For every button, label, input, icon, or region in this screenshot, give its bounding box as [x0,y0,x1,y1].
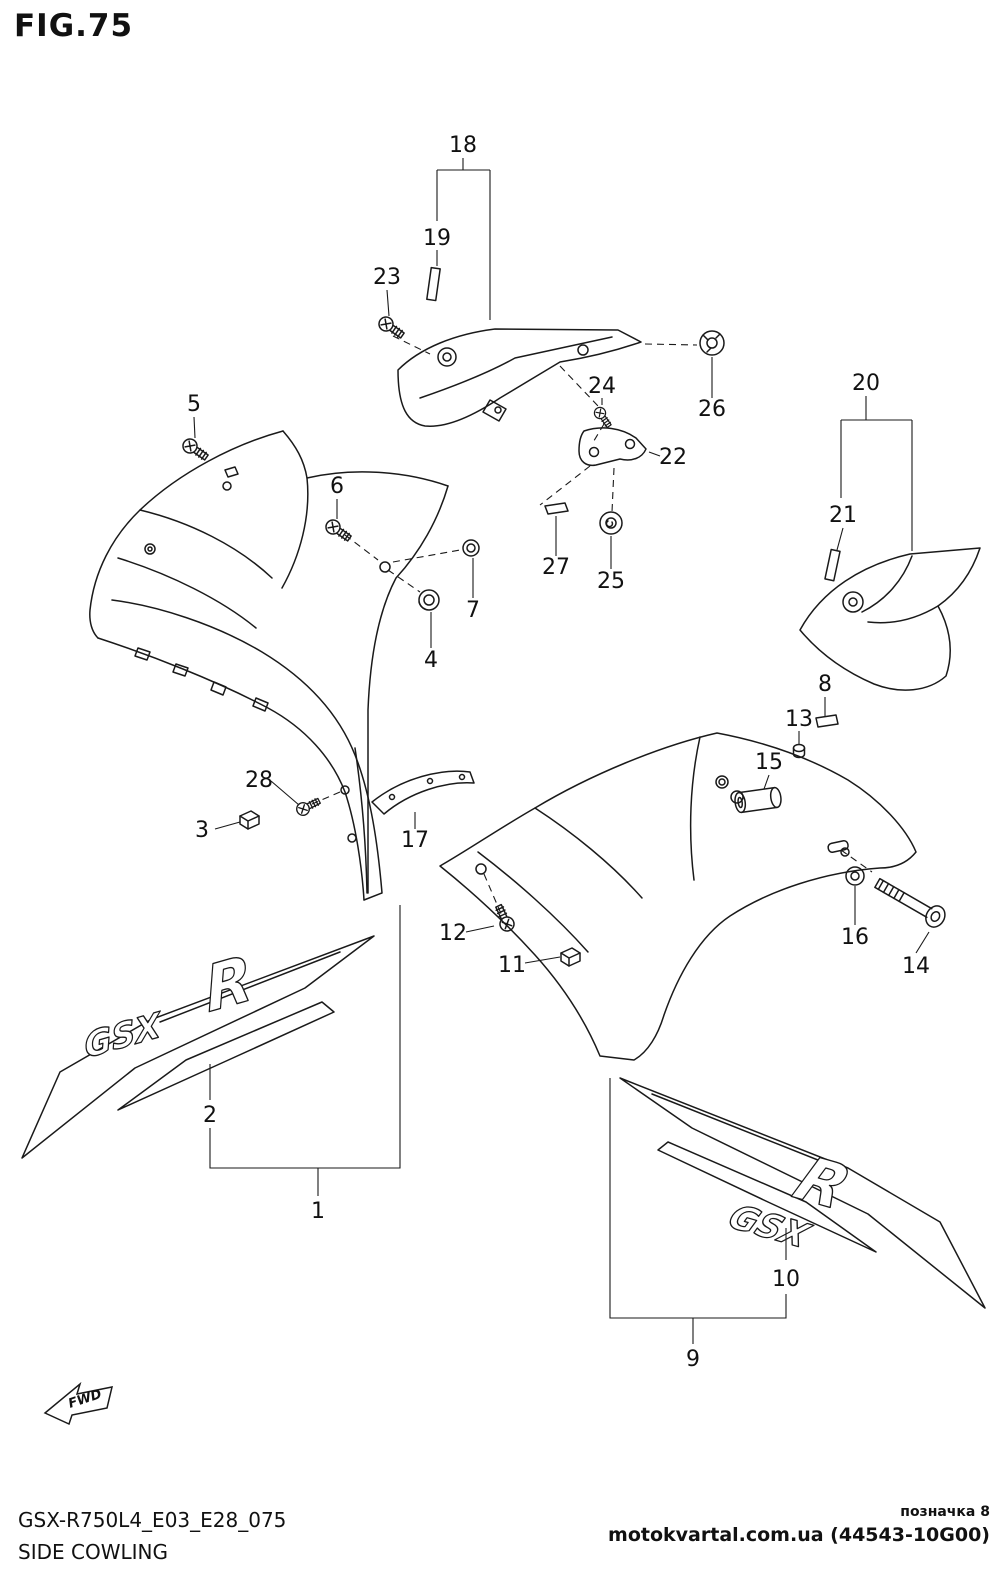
part-label-25: 25 [597,569,625,594]
right-decal-letter-r: R [783,1143,861,1222]
nut-11 [560,947,581,967]
part-label-6: 6 [330,474,344,499]
clip-27 [544,502,569,515]
part-label-15: 15 [755,750,783,775]
spacer-15 [734,786,782,814]
screw-6 [322,516,355,545]
fwd-arrow-shape [43,1381,114,1426]
part-label-27: 27 [542,555,570,580]
part-label-23: 23 [373,265,401,290]
part-label-21: 21 [829,503,857,528]
right-side-cowling-part [439,732,917,1061]
part-label-26: 26 [698,397,726,422]
watermark-small: позначка 8 [900,1504,990,1520]
leader-lines [193,158,930,1344]
left-decal-letters-gsx: GSX [83,1005,164,1067]
grommet-7 [462,539,480,557]
right-decal-graphic: R GSX [619,1077,986,1309]
part-label-11: 11 [498,953,526,978]
assembly-dashed-lines [311,335,873,917]
grommet-16 [845,866,865,886]
part-label-1: 1 [311,1199,325,1224]
nut-25 [599,511,623,535]
part-label-4: 4 [424,648,438,673]
part-label-20: 20 [852,371,880,396]
part-label-8: 8 [818,672,832,697]
part-label-19: 19 [423,226,451,251]
part-label-10: 10 [772,1267,800,1292]
part-label-7: 7 [466,598,480,623]
mounting-bracket [578,427,647,467]
tape-21 [824,548,841,582]
screw-5 [179,435,212,464]
part-label-22: 22 [659,445,687,470]
footer-right: позначка 8 motokvartal.com.ua (44543-10G… [608,1502,990,1548]
right-lower-cowling-part [799,547,981,691]
part-label-13: 13 [785,707,813,732]
part-label-3: 3 [195,818,209,843]
part-label-24: 24 [588,374,616,399]
screw-23 [375,313,408,342]
bolt-14 [874,877,946,928]
screw-28 [293,794,323,819]
part-label-2: 2 [203,1103,217,1128]
clip-8 [815,714,839,728]
part-label-5: 5 [187,392,201,417]
part-label-28: 28 [245,768,273,793]
cap-13 [792,743,806,759]
left-decal-graphic: R GSX [21,935,375,1159]
tape-19 [426,266,441,302]
screw-12 [491,902,518,935]
part-label-17: 17 [401,828,429,853]
watermark-main: motokvartal.com.ua (44543-10G00) [608,1524,990,1546]
part-label-12: 12 [439,921,467,946]
part-label-9: 9 [686,1347,700,1372]
part-label-14: 14 [902,954,930,979]
grommet-4 [418,589,440,611]
figure-code: GSX-R750L4_E03_E28_075 [18,1508,287,1532]
upper-inner-cowling-part [397,328,642,427]
cowling-brace-strip [371,770,475,815]
fwd-arrow: FWD [43,1381,114,1426]
figure-name: SIDE COWLING [18,1540,168,1564]
part-label-16: 16 [841,925,869,950]
nut-3 [239,810,260,830]
figure-title: FIG.75 [14,8,134,44]
cushion-26 [699,330,725,356]
left-side-cowling-part [89,430,449,901]
footer-left: GSX-R750L4_E03_E28_075 SIDE COWLING [18,1504,286,1568]
left-decal-letter-r: R [202,941,256,1027]
part-label-18: 18 [449,133,477,158]
fasteners [179,266,946,967]
